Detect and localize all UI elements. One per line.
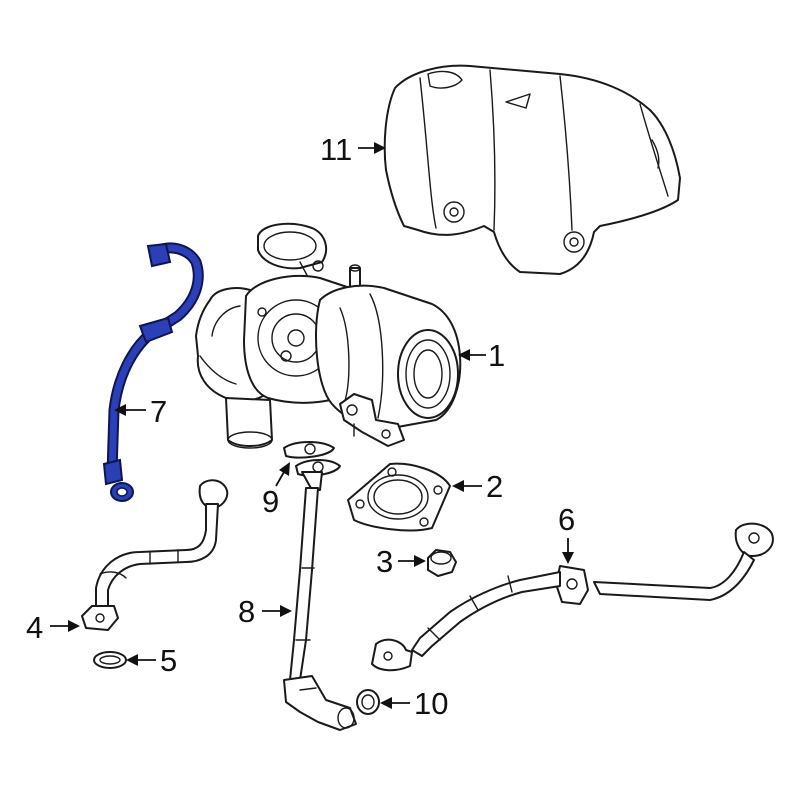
part-5-washer[interactable] [93, 651, 127, 669]
callout-1: 1 [458, 338, 505, 373]
callout-2: 2 [452, 469, 503, 504]
callout-8: 8 [238, 594, 292, 629]
callout-9: 9 [262, 462, 290, 519]
callout-11-label: 11 [320, 132, 352, 167]
callout-2-label: 2 [486, 469, 503, 504]
part-6-coolant-pipe[interactable] [371, 522, 774, 672]
callout-6: 6 [558, 502, 575, 564]
callout-4: 4 [26, 610, 80, 645]
callout-5: 5 [126, 643, 177, 678]
part-9-gasket[interactable] [283, 441, 341, 477]
callout-10: 10 [380, 686, 448, 721]
callout-11: 11 [320, 132, 386, 167]
part-1-turbocharger[interactable] [195, 222, 462, 449]
part-8-oil-return-pipe[interactable] [283, 471, 357, 731]
callout-3-label: 3 [376, 544, 393, 579]
part-7-oil-line[interactable] [102, 242, 204, 502]
part-4-oil-feed-pipe[interactable] [81, 479, 229, 631]
callout-3: 3 [376, 544, 426, 579]
callout-7-label: 7 [150, 394, 167, 429]
part-3-nut[interactable] [427, 549, 457, 577]
callout-7: 7 [114, 394, 167, 429]
callout-6-label: 6 [558, 502, 575, 537]
callout-5-label: 5 [160, 643, 177, 678]
callout-1-label: 1 [488, 338, 505, 373]
callout-4-label: 4 [26, 610, 43, 645]
callout-8-label: 8 [238, 594, 255, 629]
part-2-gasket[interactable] [347, 462, 451, 532]
part-10-o-ring[interactable] [356, 689, 380, 715]
part-11-heat-shield[interactable] [383, 64, 681, 275]
callout-9-label: 9 [262, 484, 279, 519]
callout-10-label: 10 [414, 686, 448, 721]
